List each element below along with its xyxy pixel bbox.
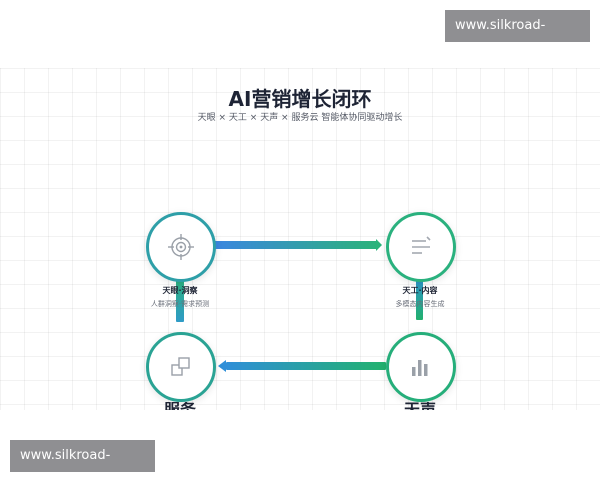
node-tianyan (146, 212, 216, 282)
node-title-cutoff: 服务 (150, 402, 210, 410)
node-desc: 人群洞察·需求预测 (150, 300, 210, 308)
node-bottom-right (386, 332, 456, 402)
connector-right-vertical (416, 276, 423, 320)
diagram-title: AI营销增长闭环 (228, 87, 372, 111)
watermark-bottom: www.silkroad-pf.com (10, 440, 155, 495)
node-desc: 多模态内容生成 (395, 300, 445, 308)
target-icon (168, 234, 194, 260)
node-label-tianyan: 天眼·洞察 人群洞察·需求预测 (120, 285, 240, 309)
node-label-tiangong: 天工·内容 多模态内容生成 (360, 285, 480, 309)
document-lines-icon (412, 236, 431, 254)
node-tiangong (386, 212, 456, 282)
node-bottom-left (146, 332, 216, 402)
connector-bottom-arrow (226, 362, 386, 370)
diagram-canvas (0, 68, 600, 410)
bar-chart-icon (412, 360, 428, 376)
diagram-subtitle: 天眼 × 天工 × 天声 × 服务云 智能体协同驱动增长 (197, 113, 403, 123)
node-title-cutoff: 天声 (390, 402, 450, 410)
watermark-top: www.silkroad-pf.com (445, 10, 590, 65)
node-title: 天工·内容 (402, 286, 438, 295)
node-title: 天眼·洞察 (162, 286, 198, 295)
connector-top-arrow (214, 241, 378, 249)
arrowhead-right (376, 239, 382, 251)
arrowhead-left (218, 360, 226, 372)
connector-left-vertical (176, 276, 184, 322)
squares-icon (171, 357, 190, 376)
